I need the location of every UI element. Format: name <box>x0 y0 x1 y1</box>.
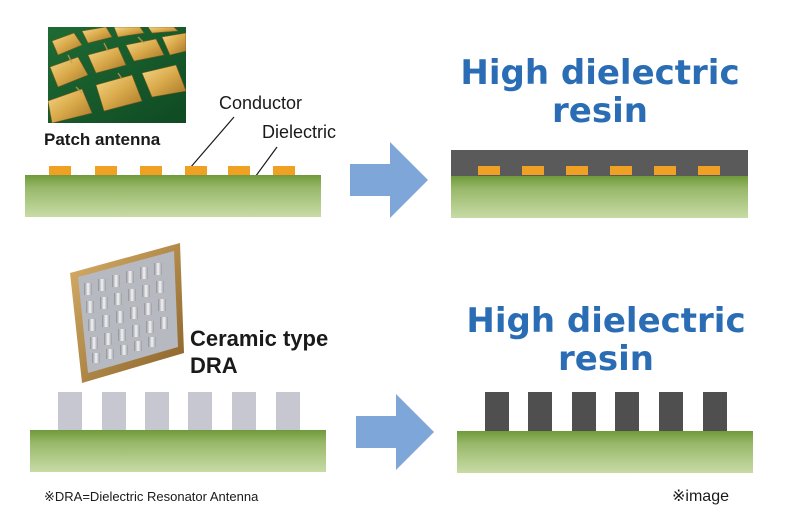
heading-line: resin <box>552 91 648 131</box>
patch-antenna-label: Patch antenna <box>44 130 161 149</box>
conductor-patch <box>273 166 295 175</box>
conductor-patch <box>522 166 544 175</box>
ceramic-pillar <box>58 392 82 430</box>
ceramic-pillar <box>232 392 256 430</box>
arrow-right-icon <box>350 142 428 218</box>
bottom-result-heading: High dielectric resin <box>456 302 756 378</box>
patch-antenna-photo <box>48 27 186 123</box>
resin-pillar <box>659 392 683 431</box>
label-line: Ceramic type <box>190 326 329 351</box>
heading-line: High dielectric <box>460 53 740 93</box>
arrow-right-icon <box>356 394 434 470</box>
resin-pillar <box>703 392 727 431</box>
ceramic-dra-label: Ceramic type DRA <box>190 325 328 379</box>
conductor-label: Conductor <box>219 93 303 113</box>
label-line: DRA <box>190 353 238 378</box>
ceramic-dra-photo <box>68 243 186 383</box>
conductor-patch <box>698 166 720 175</box>
top-result-heading: High dielectric resin <box>450 54 750 130</box>
ceramic-pillar <box>276 392 300 430</box>
ceramic-pillar <box>145 392 169 430</box>
resin-pillar <box>615 392 639 431</box>
heading-line: High dielectric <box>466 301 746 341</box>
conductor-patch <box>654 166 676 175</box>
conductor-patch <box>95 166 117 175</box>
dra-substrate <box>30 430 326 472</box>
conductor-patch <box>566 166 588 175</box>
resin-pillar <box>528 392 552 431</box>
conductor-patch <box>610 166 632 175</box>
dielectric-label: Dielectric <box>262 122 337 142</box>
ceramic-pillar <box>102 392 126 430</box>
footnote: ※DRA=Dielectric Resonator Antenna <box>44 489 259 504</box>
conductor-patch <box>228 166 250 175</box>
ceramic-pillar <box>188 392 212 430</box>
conductor-patch <box>140 166 162 175</box>
resin-substrate <box>451 176 748 218</box>
resin-pillar-substrate <box>457 431 753 473</box>
image-note: ※image <box>672 488 729 505</box>
conductor-leader-line <box>189 116 235 169</box>
resin-pillar <box>572 392 596 431</box>
resin-pillar <box>485 392 509 431</box>
conductor-patch <box>478 166 500 175</box>
conductor-patch <box>49 166 71 175</box>
heading-line: resin <box>558 339 654 379</box>
conductor-patch <box>185 166 207 175</box>
patch-substrate <box>25 175 321 217</box>
